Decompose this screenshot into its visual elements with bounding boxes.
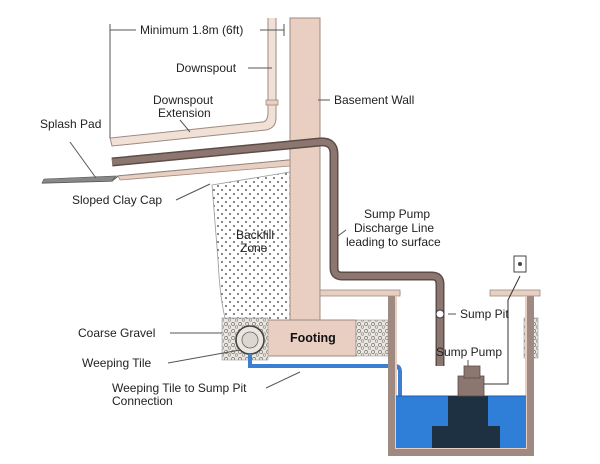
label-discharge-3: leading to surface xyxy=(346,235,441,249)
sump-pump-body xyxy=(448,396,488,428)
label-footing: Footing xyxy=(290,331,336,345)
splash-pad xyxy=(41,175,117,184)
label-backfill-2: Zone xyxy=(240,241,268,255)
weeping-tile-inner xyxy=(241,331,259,349)
basement-wall xyxy=(289,17,321,321)
basement-slab-right xyxy=(489,289,541,297)
label-coarse-gravel: Coarse Gravel xyxy=(78,326,155,340)
outlet-hole xyxy=(518,262,522,266)
check-valve xyxy=(435,309,445,319)
label-sloped-clay-cap: Sloped Clay Cap xyxy=(72,193,162,207)
leader-downspout-extension xyxy=(179,119,191,133)
basement-slab xyxy=(319,289,401,297)
minimum-dimension-line xyxy=(109,24,285,138)
label-sump-pump: Sump Pump xyxy=(436,345,502,359)
leader-weeping-tile xyxy=(167,349,241,364)
label-sump-pit: Sump Pit xyxy=(460,307,509,321)
label-connection-1: Weeping Tile to Sump Pit xyxy=(112,381,247,395)
downspout xyxy=(109,18,277,147)
downspout-collar xyxy=(265,99,279,106)
leader-connection xyxy=(265,371,301,389)
label-downspout-extension-2: Extension xyxy=(158,106,211,120)
weeping-tile-connection-pipe xyxy=(248,354,402,440)
label-weeping-tile: Weeping Tile xyxy=(82,356,151,370)
label-minimum: Minimum 1.8m (6ft) xyxy=(140,23,243,37)
sump-pump-top xyxy=(463,365,481,379)
label-discharge-1: Sump Pump xyxy=(364,207,430,221)
footing xyxy=(265,319,357,357)
sump-pit-walls xyxy=(388,296,534,456)
label-backfill-1: Backfill xyxy=(236,228,274,242)
leader-sloped-clay-cap xyxy=(175,183,211,201)
sump-pump-motor xyxy=(457,375,485,397)
label-connection-2: Connection xyxy=(112,394,173,408)
coarse-gravel-right xyxy=(355,319,389,357)
label-downspout-extension-1: Downspout xyxy=(153,93,214,107)
discharge-line-inner xyxy=(111,138,443,366)
pump-power-cord xyxy=(484,275,521,385)
label-basement-wall: Basement Wall xyxy=(334,93,414,107)
sloped-clay-cap xyxy=(117,159,291,181)
label-downspout: Downspout xyxy=(176,61,237,75)
sump-pump-base xyxy=(432,426,500,448)
label-discharge-2: Discharge Line xyxy=(354,221,434,235)
leader-splash-pad xyxy=(69,141,97,179)
leader-discharge xyxy=(337,229,347,237)
label-splash-pad: Splash Pad xyxy=(40,117,101,131)
